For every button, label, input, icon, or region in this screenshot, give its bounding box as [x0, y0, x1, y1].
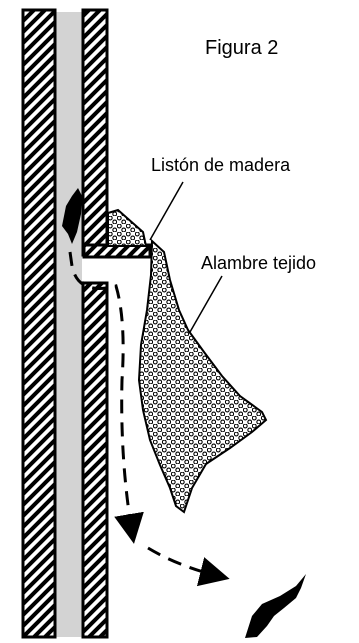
wire-mesh-top [107, 208, 148, 247]
right-brick-wall-upper [81, 8, 109, 257]
wall-opening [82, 257, 109, 281]
leader-wire-mesh [189, 275, 223, 333]
wire-mesh-sheet [137, 238, 268, 514]
right-brick-wall-lower [81, 281, 109, 639]
flight-path-dashed-exit [147, 546, 230, 587]
figure-title: Figura 2 [205, 37, 279, 59]
label-woven-wire: Alambre tejido [201, 253, 317, 273]
bird-silhouette-escaping [245, 574, 306, 638]
left-brick-wall [21, 8, 57, 639]
flight-path-dashed [68, 251, 144, 544]
wall-cavity [54, 12, 84, 637]
label-wood-strip: Listón de madera [151, 155, 291, 175]
leader-wood-strip [149, 181, 184, 241]
bird-silhouette-inside [62, 188, 82, 244]
